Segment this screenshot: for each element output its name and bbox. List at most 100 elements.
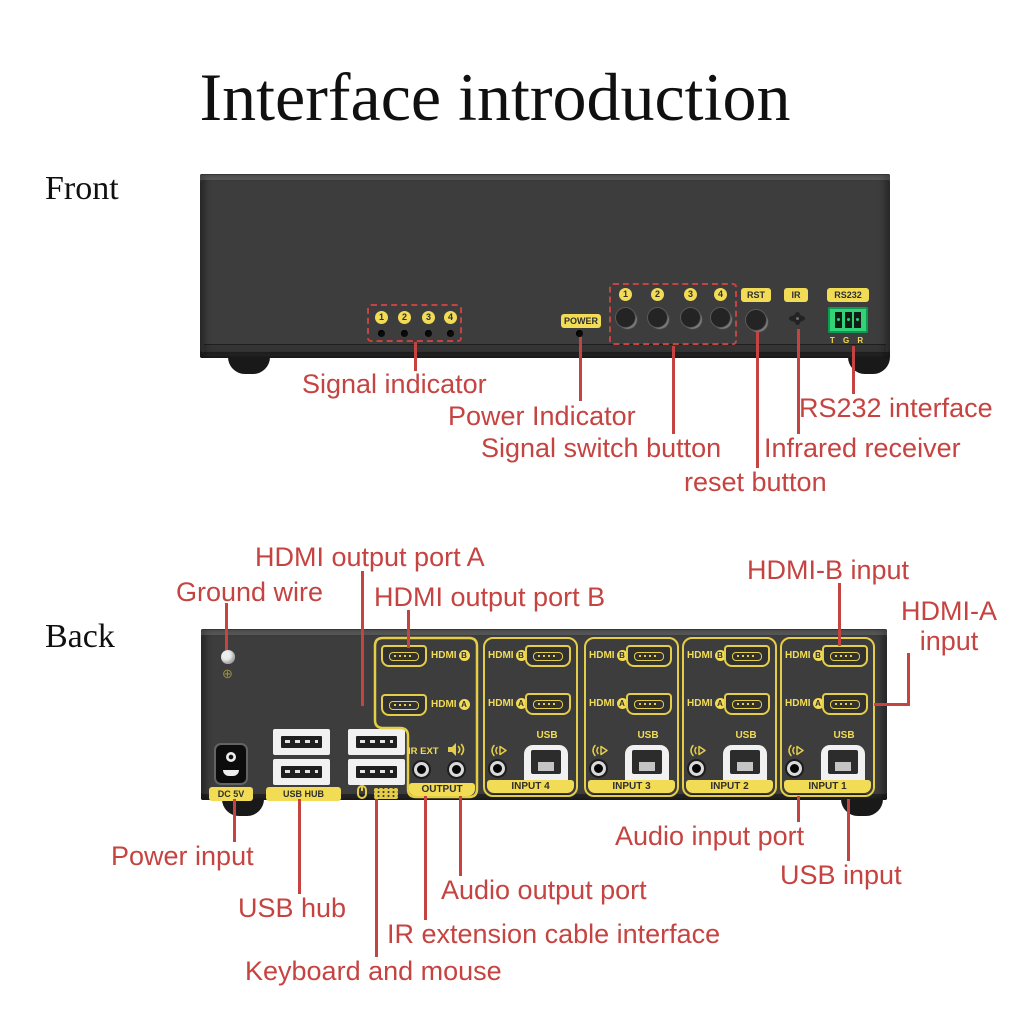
switch-button-3 bbox=[680, 307, 701, 328]
button-number-4: 4 bbox=[714, 288, 727, 301]
front-section-label: Front bbox=[45, 170, 119, 207]
hdmi-a-input-line-h bbox=[874, 703, 910, 706]
back-section-label: Back bbox=[45, 618, 115, 655]
hdmi-output-port-b bbox=[381, 645, 427, 667]
infrared-receiver-line bbox=[797, 329, 800, 434]
led-2 bbox=[401, 330, 408, 337]
power-input-line bbox=[233, 799, 236, 842]
hdmi-output-a-line bbox=[361, 571, 364, 706]
rs232-interface-line bbox=[852, 346, 855, 394]
signal-indicator-line bbox=[414, 342, 417, 371]
back-device-foot-right bbox=[841, 799, 883, 816]
power-indicator-line bbox=[579, 337, 582, 401]
port-letter-b: B bbox=[714, 650, 726, 661]
dc-power-jack bbox=[214, 743, 248, 785]
usb-port-label: USB bbox=[833, 730, 855, 741]
audio-input-icon bbox=[690, 744, 706, 757]
hdmi-a-input-line-v bbox=[907, 653, 910, 706]
switch-button-4 bbox=[710, 307, 731, 328]
front-device-bottom-seam bbox=[204, 344, 886, 354]
ir-ext-jack bbox=[414, 762, 429, 777]
port-letter-a: A bbox=[812, 698, 824, 709]
rst-panel-label: RST bbox=[741, 288, 771, 302]
switch-button-1 bbox=[615, 307, 636, 328]
signal-indicator-label: Signal indicator bbox=[302, 369, 487, 399]
usb-hub-line bbox=[298, 799, 301, 894]
usb-b-input-port bbox=[723, 745, 767, 785]
hdmi-a-port-label: HDMI A bbox=[488, 697, 527, 710]
ir-receiver-icon bbox=[789, 312, 805, 325]
hdmi-output-port-a bbox=[381, 694, 427, 716]
usb-port-label: USB bbox=[637, 730, 659, 741]
hdmi-b-input-label: HDMI-B input bbox=[747, 555, 910, 585]
input-group-4: HDMI B HDMI A USB INPUT 4 bbox=[483, 637, 578, 797]
usb-b-input-port bbox=[821, 745, 865, 785]
infrared-receiver-label: Infrared receiver bbox=[764, 433, 961, 463]
hdmi-a-port-label: HDMI A bbox=[589, 697, 628, 710]
audio-input-jack bbox=[689, 761, 704, 776]
hdmi-text: HDMI bbox=[785, 650, 811, 661]
mouse-icon bbox=[357, 785, 367, 799]
hdmi-text: HDMI bbox=[488, 650, 514, 661]
keyboard-mouse-label: Keyboard and mouse bbox=[245, 956, 502, 986]
usb-b-input-port bbox=[625, 745, 669, 785]
usb-port-label: USB bbox=[536, 730, 558, 741]
hdmi-b-port-label: HDMI B bbox=[687, 649, 726, 662]
input-3-banner: INPUT 3 bbox=[588, 780, 675, 793]
hdmi-text: HDMI bbox=[488, 698, 514, 709]
rs232-pin-labels: T G R bbox=[829, 336, 867, 345]
keyboard-mouse-line bbox=[375, 799, 378, 957]
port-letter-b: B bbox=[616, 650, 628, 661]
switch-button-2 bbox=[647, 307, 668, 328]
hdmi-b-input-port bbox=[626, 645, 672, 667]
hdmi-a-input-port bbox=[724, 693, 770, 715]
hdmi-b-input-port bbox=[525, 645, 571, 667]
ground-wire-line bbox=[225, 603, 228, 650]
port-letter-a: A bbox=[458, 699, 470, 710]
audio-input-jack bbox=[787, 761, 802, 776]
output-banner: OUTPUT bbox=[409, 783, 475, 796]
usb-hub-label: USB HUB bbox=[266, 787, 341, 801]
hdmi-b-input-port bbox=[724, 645, 770, 667]
usb-port-label: USB bbox=[735, 730, 757, 741]
ground-symbol-icon: ⊕ bbox=[222, 666, 233, 681]
port-letter-b: B bbox=[515, 650, 527, 661]
signal-switch-line bbox=[672, 346, 675, 434]
keyboard-mouse-port-1 bbox=[348, 729, 405, 755]
input-1-banner: INPUT 1 bbox=[784, 780, 871, 793]
led-1 bbox=[378, 330, 385, 337]
rs232-terminal-block bbox=[828, 307, 868, 333]
power-input-label: Power input bbox=[111, 841, 254, 871]
usb-hub-annotation-label: USB hub bbox=[238, 893, 347, 923]
audio-input-label: Audio input port bbox=[615, 821, 805, 851]
hdmi-text: HDMI bbox=[431, 650, 457, 661]
hdmi-b-port-label: HDMI B bbox=[589, 649, 628, 662]
power-indicator-label: Power Indicator bbox=[448, 401, 636, 431]
front-device-foot-right bbox=[848, 357, 890, 374]
usb-hub-port-1 bbox=[273, 729, 330, 755]
input-group-2: HDMI B HDMI A USB INPUT 2 bbox=[682, 637, 777, 797]
hdmi-output-b-port-label: HDMI B bbox=[431, 649, 470, 662]
hdmi-a-input-port bbox=[822, 693, 868, 715]
audio-output-icon bbox=[448, 743, 465, 756]
audio-input-icon bbox=[788, 744, 804, 757]
usb-hub-port-2 bbox=[273, 759, 330, 785]
hdmi-text: HDMI bbox=[589, 650, 615, 661]
ground-screw bbox=[221, 650, 235, 664]
ground-wire-label: Ground wire bbox=[176, 577, 324, 607]
front-device-foot-left bbox=[228, 357, 270, 374]
hdmi-b-input-line bbox=[838, 583, 841, 646]
keyboard-mouse-port-2 bbox=[348, 759, 405, 785]
hdmi-output-b-label: HDMI output port B bbox=[374, 582, 606, 612]
hdmi-a-input-line2: input bbox=[919, 626, 979, 656]
ir-extension-line bbox=[424, 796, 427, 920]
hdmi-a-port-label: HDMI A bbox=[687, 697, 726, 710]
audio-input-icon bbox=[592, 744, 608, 757]
page-title: Interface introduction bbox=[199, 59, 791, 135]
audio-output-jack bbox=[449, 762, 464, 777]
usb-b-input-port bbox=[524, 745, 568, 785]
led-number-2: 2 bbox=[398, 311, 411, 324]
port-letter-a: A bbox=[714, 698, 726, 709]
port-letter-b: B bbox=[812, 650, 824, 661]
hdmi-text: HDMI bbox=[785, 698, 811, 709]
